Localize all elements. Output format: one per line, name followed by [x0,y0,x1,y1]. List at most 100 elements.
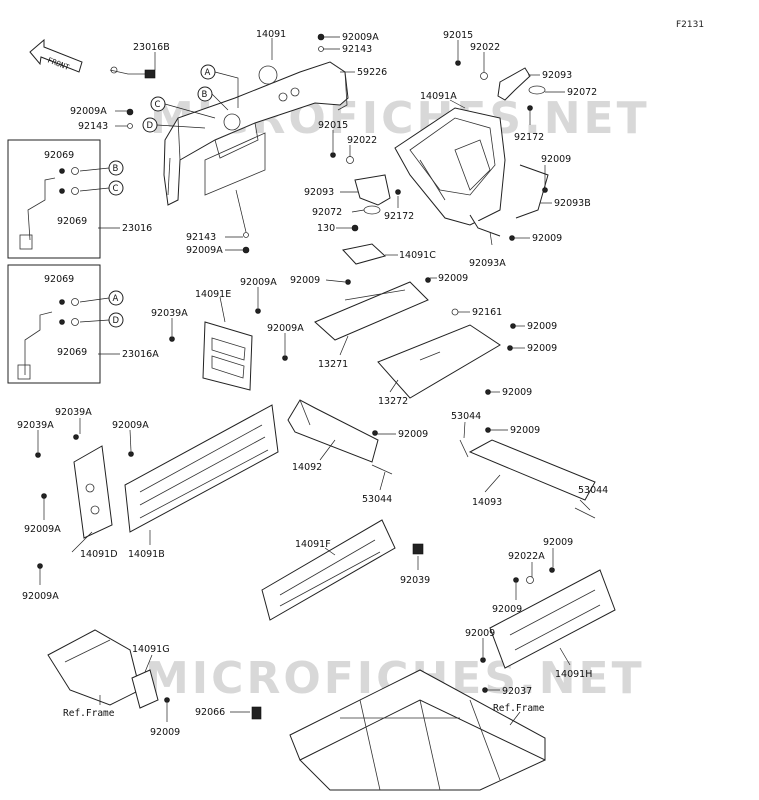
cover-14091A [394,107,506,226]
label-13271: 13271 [318,359,348,370]
label-53044-right: 53044 [578,485,608,496]
washer-92022-mid [346,156,354,164]
strip-53044-top [459,439,469,458]
panel-14091F [261,519,396,621]
bolt-92009-r1 [542,187,548,193]
panel-14092 [287,399,379,463]
bolt-92015-top [455,60,461,66]
bracket-92093-top [497,67,531,101]
label-130: 130 [317,223,335,234]
panel-14091H [489,569,616,669]
label-92172-top: 92172 [514,132,544,143]
callout-b-box: B [108,160,124,176]
panel-14091E [202,321,253,391]
callout-b: B [197,86,213,102]
callout-d-box: D [108,312,124,328]
strip-53044-right [574,507,596,519]
label-92143-l1: 92143 [78,121,108,132]
screw-92009A-l1 [126,108,134,116]
label-92093-top: 92093 [542,70,572,81]
front-arrow-icon: FRONT [29,38,83,73]
label-23016A: 23016A [122,349,159,360]
label-92009-h1: 92009 [543,537,573,548]
label-53044-top: 53044 [451,411,481,422]
label-92009-h2: 92009 [492,604,522,615]
clamp-92072-top [528,85,546,95]
label-92022A: 92022A [508,551,545,562]
bolt-130 [351,224,359,232]
label-92143-tr1: 92143 [342,44,372,55]
label-14091D: 14091D [80,549,118,560]
label-14092: 14092 [292,462,322,473]
label-92039: 92039 [400,575,430,586]
harness-box-23016 [7,139,101,259]
label-92069-b1: 92069 [44,274,74,285]
label-92009A-d2: 92009A [22,591,59,602]
label-92009-p5: 92009 [502,387,532,398]
svg-text:A: A [113,294,119,304]
callout-c: C [150,96,166,112]
label-92015-top: 92015 [443,30,473,41]
label-23016: 23016 [122,223,152,234]
strip-53044-mid [371,464,393,475]
label-92009-h3: 92009 [465,628,495,639]
label-ref-frame-right: Ref.Frame [493,703,545,714]
label-92009A-tr1: 92009A [342,32,379,43]
label-92069-a2: 92069 [57,216,87,227]
label-92037: 92037 [502,686,532,697]
label-92009A-d1: 92009A [24,524,61,535]
bracket-92093-mid [354,174,391,206]
floor-13272 [377,324,501,399]
callout-a-box: A [108,290,124,306]
panel-14093 [468,439,596,501]
label-92009-r2: 92009 [532,233,562,244]
label-92093-mid: 92093 [304,187,334,198]
callout-c-box: C [108,180,124,196]
bolt-92172-mid [395,189,401,195]
side-panel-14091B [124,404,279,533]
label-14091B: 14091B [128,549,165,560]
label-92009A-b: 92009A [112,420,149,431]
label-92015-mid: 92015 [318,120,348,131]
label-92022-top: 92022 [470,42,500,53]
label-92039A-l: 92039A [55,407,92,418]
washer-92143-l1 [127,123,133,129]
label-92009-k2: 92009 [398,429,428,440]
label-92009-r1: 92009 [541,154,571,165]
rod-92093A [469,214,501,237]
label-92009A-e1: 92009A [240,277,277,288]
label-92069-a1: 92069 [44,150,74,161]
label-92172-mid: 92172 [384,211,414,222]
label-92039A-l2: 92039A [17,420,54,431]
label-14091C: 14091C [399,250,436,261]
label-92143-c: 92143 [186,232,216,243]
harness-23016A [24,311,53,375]
svg-text:C: C [113,184,119,194]
washer-92143-tr1 [318,46,324,52]
plug-92039 [412,543,424,555]
label-92009A-l1: 92009A [70,106,107,117]
svg-text:D: D [113,316,120,326]
svg-text:A: A [205,68,211,78]
svg-text:B: B [113,164,119,174]
label-92009A-c: 92009A [186,245,223,256]
bolt-92015-mid [330,152,336,158]
label-14091A: 14091A [420,91,457,102]
label-92093B: 92093B [554,198,591,209]
bracket-14091D [73,445,113,539]
label-92039A-e: 92039A [151,308,188,319]
label-92009-g: 92009 [150,727,180,738]
washer-92143-c [243,232,249,238]
label-92009-p1: 92009 [290,275,320,286]
bolt-92009-r2 [509,235,515,241]
label-14091F: 14091F [295,539,331,550]
clamp-92072-mid [363,205,381,215]
label-92009A-e2: 92009A [267,323,304,334]
svg-text:C: C [155,100,161,110]
label-92009-p4: 92009 [527,343,557,354]
label-14091H: 14091H [555,669,592,680]
grommet-92066 [251,706,262,720]
dash-panel-14091 [163,61,349,206]
floor-13271 [314,281,429,341]
label-92066: 92066 [195,707,225,718]
